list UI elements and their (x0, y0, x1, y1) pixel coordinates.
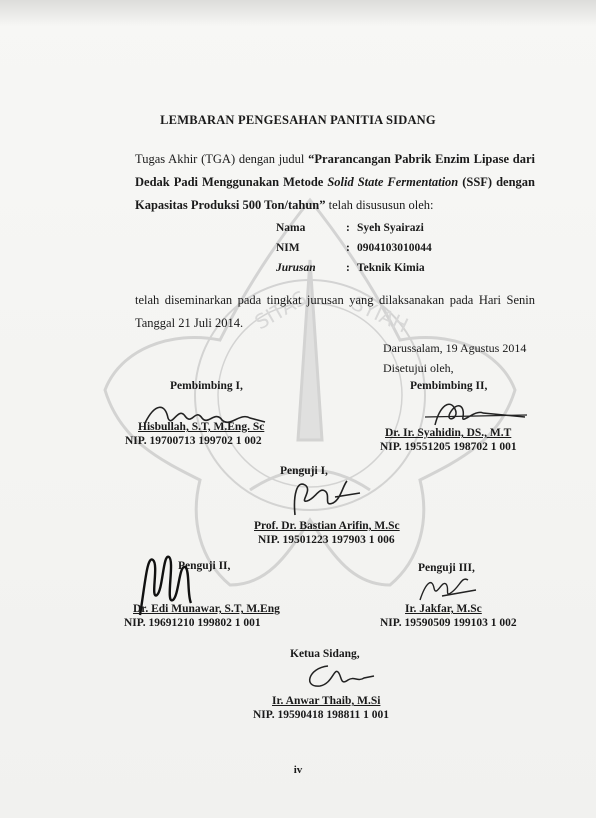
intro-prefix: Tugas Akhir (TGA) dengan judul (135, 152, 305, 166)
thesis-title-italic: Solid State Fermentation (327, 175, 459, 189)
advisor2-signature (424, 403, 528, 426)
place-date: Darussalam, 19 Agustus 2014 (383, 341, 527, 355)
examiner3-nip: NIP. 19590509 199103 1 002 (380, 617, 517, 629)
thesis-title-part1: “Prarancangan Pabrik Enzim Lipase dari D… (135, 152, 536, 189)
sep-nim: : (346, 242, 350, 254)
examiner1-name: Prof. Dr. Bastian Arifin, M.Sc (254, 520, 400, 532)
examiner1-nip: NIP. 19501223 197903 1 006 (258, 534, 395, 546)
examiner3-signature (419, 578, 477, 601)
examiner1-role: Penguji I, (280, 465, 328, 477)
label-nim: NIM (276, 242, 300, 254)
chair-name: Ir. Anwar Thaib, M.Si (272, 695, 381, 707)
scan-shadow (0, 0, 596, 26)
advisor2-name: Dr. Ir. Syahidin, DS., M.T (385, 427, 512, 439)
university-seal-watermark: SITAS SYIAH (103, 197, 517, 587)
advisor2-role: Pembimbing II, (410, 380, 488, 392)
approved-by: Disetujui oleh, (383, 361, 454, 375)
examiner2-role: Penguji II, (178, 560, 231, 572)
page-number: iv (293, 764, 303, 776)
page-title: LEMBARAN PENGESAHAN PANITIA SIDANG (160, 113, 436, 127)
advisor2-nip: NIP. 19551205 198702 1 001 (380, 441, 517, 453)
sep-jurusan: : (346, 262, 350, 274)
thesis-title-part2: (SSF) dengan Kapasitas Produksi 500 Ton/… (135, 175, 535, 212)
label-nama: Nama (276, 222, 306, 234)
advisor1-role: Pembimbing I, (170, 380, 243, 392)
value-nama: Syeh Syairazi (357, 222, 424, 234)
intro-suffix: telah disususun oleh: (328, 198, 434, 212)
examiner1-signature (293, 480, 361, 516)
examiner3-name: Ir. Jakfar, M.Sc (405, 603, 482, 615)
value-jurusan: Teknik Kimia (357, 262, 425, 274)
chair-role: Ketua Sidang, (290, 648, 360, 660)
examiner2-name: Dr. Edi Munawar, S.T, M.Eng (133, 603, 280, 615)
advisor1-signature (144, 406, 266, 424)
sep-nama: : (346, 222, 350, 234)
seminar-paragraph: telah diseminarkan pada tingkat jurusan … (135, 293, 535, 330)
chair-signature (309, 665, 375, 687)
label-jurusan: Jurusan (276, 262, 316, 274)
examiner2-signature (138, 555, 193, 616)
examiner2-nip: NIP. 19691210 199802 1 001 (124, 617, 261, 629)
advisor1-nip: NIP. 19700713 199702 1 002 (125, 435, 262, 447)
intro-paragraph: Tugas Akhir (TGA) dengan judul “Praranca… (135, 148, 535, 217)
value-nim: 0904103010044 (357, 242, 432, 254)
chair-nip: NIP. 19590418 198811 1 001 (253, 709, 389, 721)
advisor1-name: Hisbullah, S.T, M.Eng. Sc (138, 421, 265, 433)
examiner3-role: Penguji III, (418, 562, 475, 574)
